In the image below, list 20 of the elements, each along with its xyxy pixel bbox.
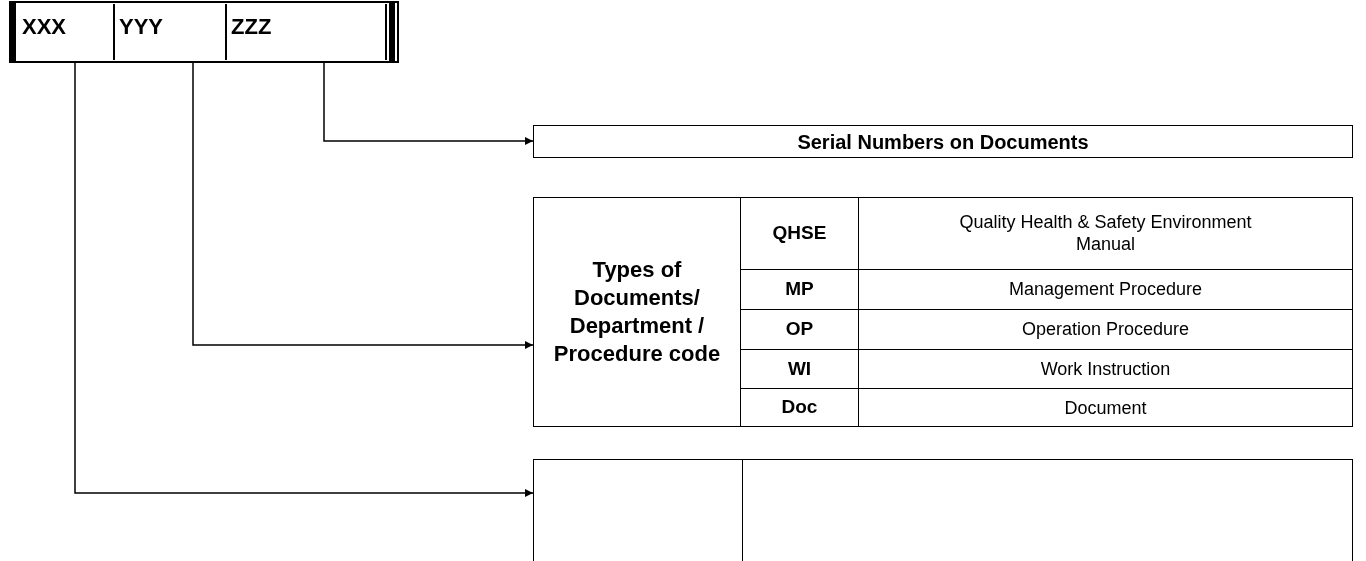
code-cell: ZZZ xyxy=(227,4,387,60)
description-text: Management Procedure xyxy=(1007,278,1204,301)
arrow xyxy=(323,61,534,145)
table-box xyxy=(533,459,1353,561)
description-text: Document xyxy=(1063,396,1148,419)
document-type-table xyxy=(533,197,1353,427)
code-label: Doc xyxy=(781,395,818,420)
code-cell: XXX xyxy=(18,4,115,60)
arrow xyxy=(74,61,534,497)
description-text: Operation Procedure xyxy=(1020,318,1191,341)
table-heading: Types of Documents/ Department / Procedure code xyxy=(552,256,722,368)
code-label: MP xyxy=(785,277,814,302)
description-text: Quality Health & Safety Environment Manual xyxy=(958,211,1253,256)
code-label: WI xyxy=(787,356,812,381)
code-label: QHSE xyxy=(772,221,827,246)
arrow xyxy=(192,61,534,349)
code-label: OP xyxy=(785,316,814,341)
serial-number-box: Serial Numbers on Documents xyxy=(533,125,1353,158)
description-text: Work Instruction xyxy=(1039,358,1172,380)
code-cell: YYY xyxy=(115,4,227,60)
